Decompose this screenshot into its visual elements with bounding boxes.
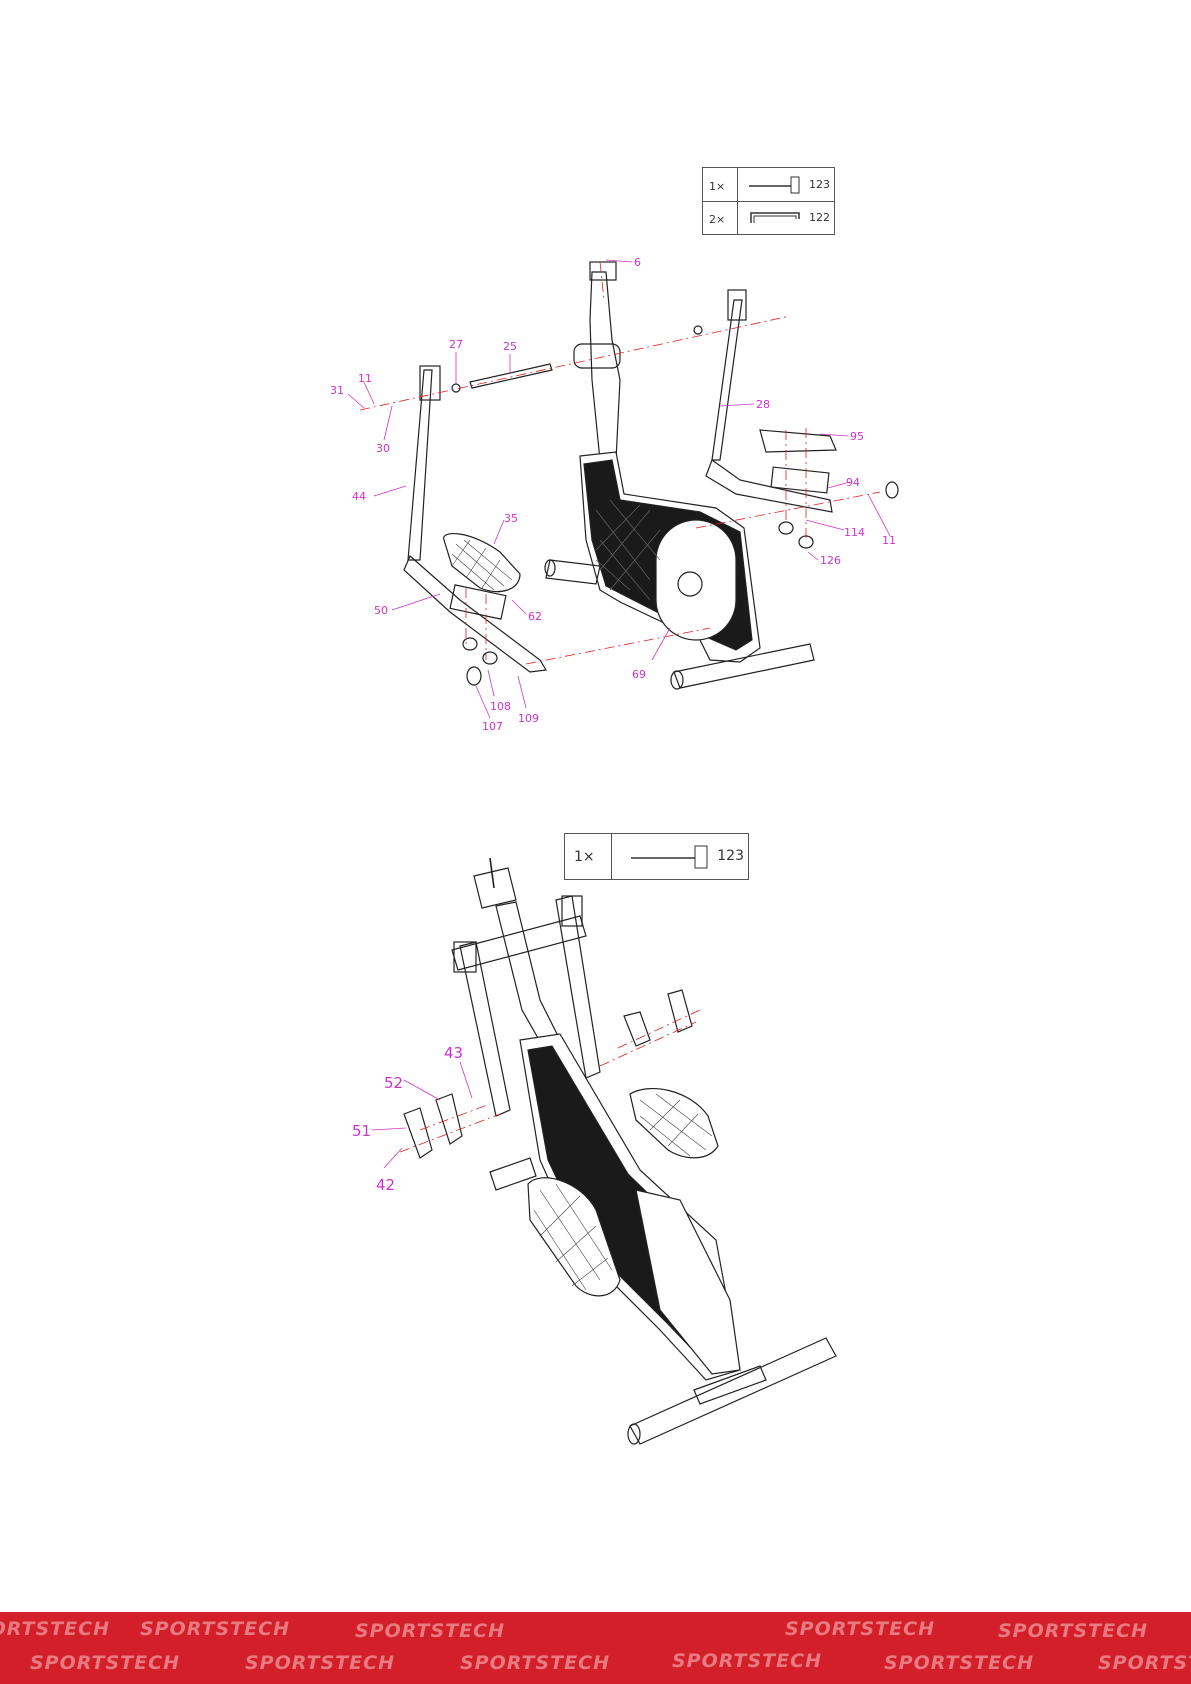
brand-watermark: SPORTSTECH xyxy=(355,1620,505,1642)
console-bracket xyxy=(474,868,516,908)
brand-watermark: SPORTSTECH xyxy=(30,1652,180,1674)
footer-brand-band: SPORTSTECH SPORTSTECH SPORTSTECH SPORTST… xyxy=(0,1612,1191,1684)
brand-watermark: SPORTSTECH xyxy=(785,1618,935,1640)
brand-watermark: SPORTSTECH xyxy=(672,1650,822,1672)
brand-watermark: SPORTSTECH xyxy=(0,1618,110,1640)
console-bolt xyxy=(490,858,494,888)
brand-watermark: SPORTSTECH xyxy=(460,1652,610,1674)
callout-label: 42 xyxy=(376,1176,395,1194)
exploded-view-diagram-2: 43 52 51 42 xyxy=(0,0,1191,1612)
left-handlebar xyxy=(460,942,510,1116)
callout-label: 51 xyxy=(352,1122,371,1140)
brand-watermark: SPORTSTECH xyxy=(998,1620,1148,1642)
brand-watermark: SPORTSTECH xyxy=(884,1652,1034,1674)
main-mast xyxy=(496,902,560,1052)
callout-label: 52 xyxy=(384,1074,403,1092)
right-handle-top xyxy=(562,896,582,926)
brand-watermark: SPORTSTECH xyxy=(245,1652,395,1674)
brand-watermark: SPORTSTECH xyxy=(140,1618,290,1640)
brand-watermark: SPORTSTECH xyxy=(1098,1652,1191,1674)
right-handle-cover-outer xyxy=(624,1012,650,1046)
right-handle-cover-inner xyxy=(668,990,692,1032)
right-pedal xyxy=(630,1089,718,1158)
callout-label: 43 xyxy=(444,1044,463,1062)
left-handle-cover-outer xyxy=(404,1108,432,1158)
